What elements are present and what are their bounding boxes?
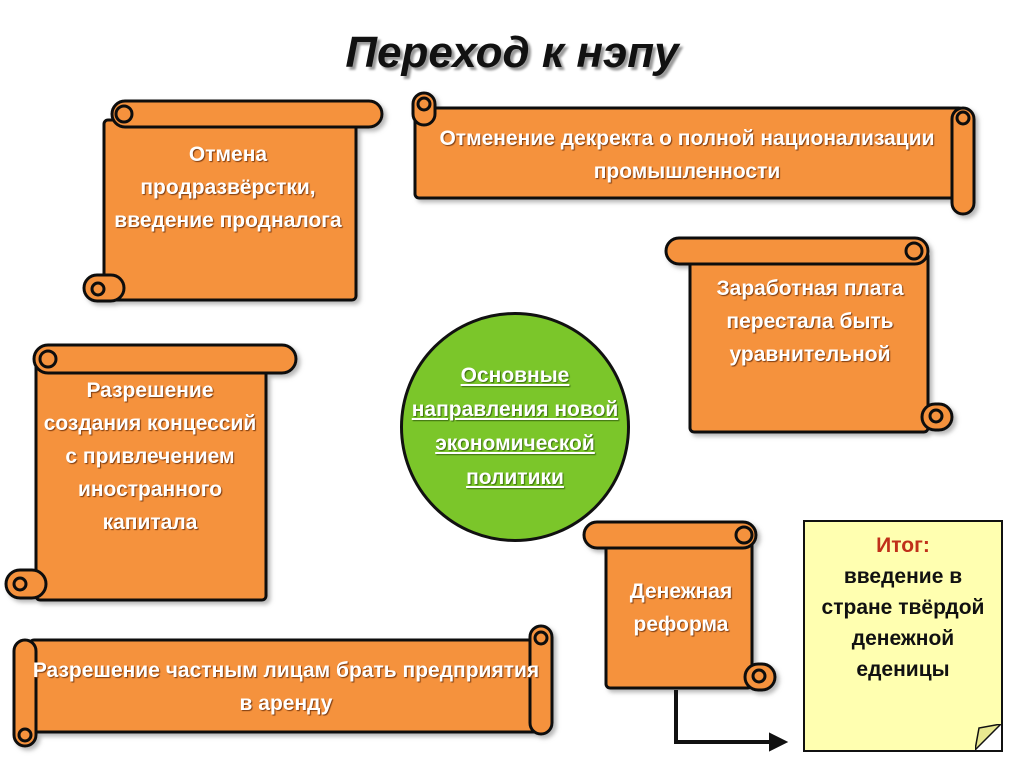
scroll-text-decree: Отменение декректа о полной национализац… [439,127,935,183]
connector-arrow [674,690,789,752]
center-circle-text: Основные направления новой экономической… [411,364,619,489]
scroll-text-wages: Заработная плата перестала быть уравните… [716,277,904,366]
result-box: Итог: введение в стране твёрдой денежной… [803,520,1003,752]
scroll-text-concessions: Разрешение создания концессий с привлече… [43,379,257,534]
scroll-decree [411,91,976,216]
scroll-monetary [582,520,777,692]
scroll-concessions [4,343,298,602]
center-circle: Основные направления новой экономической… [400,312,630,542]
scroll-text-lease: Разрешение частным лицам брать предприят… [32,659,540,715]
result-text: введение в стране твёрдой денежной едени… [821,565,985,681]
scroll-prodrazverstka [82,99,384,303]
folded-corner-icon [975,724,1001,750]
scroll-text-prodrazverstka: Отмена продразвёрстки, введение проднало… [114,143,342,232]
scroll-wages [664,236,954,434]
scroll-lease [12,624,554,748]
scroll-text-monetary: Денежная реформа [629,580,733,636]
page-title: Переход к нэпу [345,28,679,77]
result-heading: Итог: [876,534,930,557]
